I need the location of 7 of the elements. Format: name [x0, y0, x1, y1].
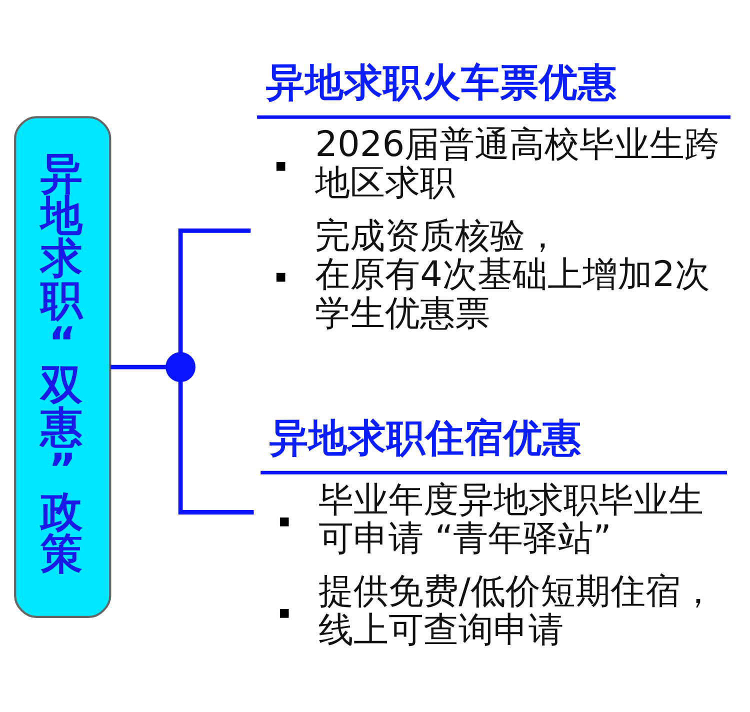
node-box: 异地求职“双惠”政策	[14, 116, 112, 618]
connector	[178, 228, 251, 352]
node-circle	[166, 352, 196, 382]
node-text: 异地求职住宿优惠 毕业年度异地求职毕业生可申请 “青年驿站” 提供免费/低价短期住宿，线上可查询申请	[269, 415, 716, 650]
node-text: 异地求职火车票优惠 2026届普通高校毕业生跨地区求职 完成资质核验，在原有4次基础上增加2次学生优惠票	[266, 60, 720, 334]
connector	[178, 381, 254, 514]
connector	[110, 364, 166, 369]
